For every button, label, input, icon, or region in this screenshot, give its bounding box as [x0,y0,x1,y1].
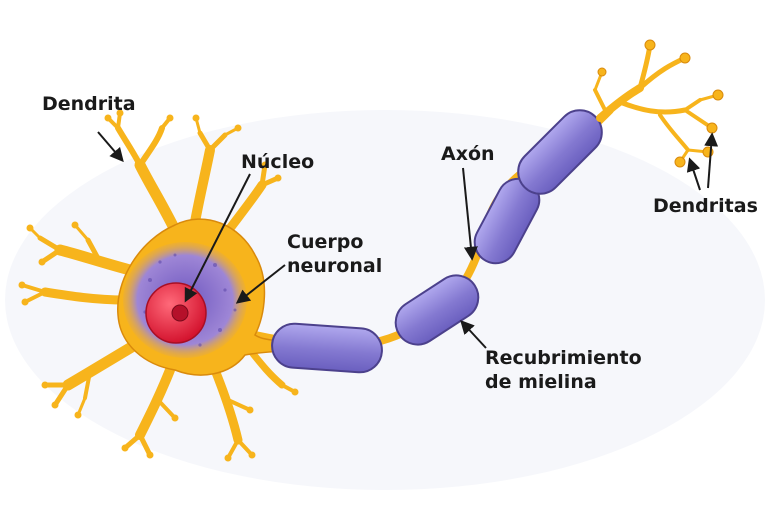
label-arrows [97,131,719,349]
arrow-dendrites-2 [704,132,719,189]
label-cell-body: Cuerpo neuronal [287,230,382,278]
arrow-axon [462,167,478,261]
label-myelin-line2: de mielina [485,371,597,393]
arrow-cell-body [235,264,286,304]
label-dendrite: Dendrita [42,93,136,115]
label-cell-body-line2: neuronal [287,255,383,277]
dendrite-tips [18,109,299,462]
arrow-myelin [460,319,487,349]
label-dendrites-terminal: Dendritas [653,195,758,217]
myelin-segment-1 [271,322,383,374]
arrow-dendrites-1 [686,157,701,191]
label-axon: Axón [441,143,495,165]
nucleolus [171,304,189,322]
label-myelin: Recubrimiento de mielina [485,346,642,394]
arrow-dendrite [97,131,124,163]
myelin-segment-2 [394,274,480,346]
label-cell-body-line1: Cuerpo [287,231,364,253]
myelin-segment-4 [517,109,603,195]
label-nucleus: Núcleo [241,151,315,173]
axon-terminal-branches [593,42,720,164]
myelin-sheath [271,109,603,374]
arrow-nucleus [184,173,251,303]
label-myelin-line1: Recubrimiento [485,347,642,369]
